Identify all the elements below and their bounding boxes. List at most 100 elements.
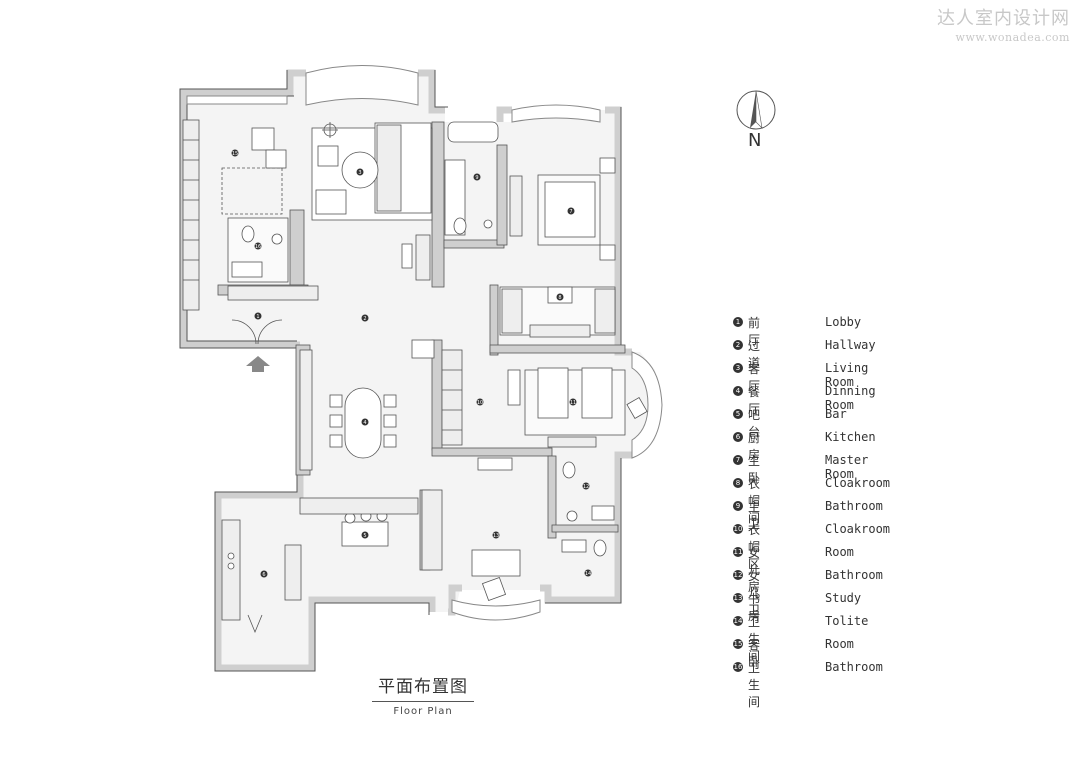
legend-chinese-label: 过 道 <box>748 339 764 370</box>
room-number-text: 11 <box>570 400 576 406</box>
room-number-text: 1 <box>256 314 259 320</box>
room-number-text: 4 <box>363 420 366 426</box>
room-number-text: 2 <box>363 316 366 322</box>
watermark-chinese: 达人室内设计网 <box>937 8 1070 29</box>
room-number-marker: 12 <box>582 482 590 490</box>
legend-english-label: Master Room <box>825 453 869 481</box>
legend-number-marker: 9 <box>733 501 743 511</box>
entrance-arrow-icon <box>246 356 270 372</box>
room-number-marker: 4 <box>361 418 369 426</box>
room-number-text: 16 <box>255 244 261 250</box>
legend-english-label: Lobby <box>825 315 862 329</box>
plan-title-english: Floor Plan <box>393 706 453 717</box>
legend-number-marker: 4 <box>733 386 743 396</box>
legend-english-label: Bathroom <box>825 568 883 582</box>
legend-chinese-label: 卫生间 <box>748 661 764 709</box>
legend-english-label: Kitchen <box>825 430 876 444</box>
legend-english-label: Study <box>825 591 862 605</box>
room-number-marker: 16 <box>254 242 262 250</box>
legend-chinese-label: 女儿房 <box>748 546 764 594</box>
room-number-marker: 14 <box>584 569 592 577</box>
legend-english-label: Living Room <box>825 361 869 389</box>
legend-english-label: Bar <box>825 407 847 421</box>
room-number-text: 12 <box>583 484 589 490</box>
legend-number-marker: 7 <box>733 455 743 465</box>
room-number-marker: 7 <box>567 207 575 215</box>
legend-chinese-label: 厨 房 <box>748 431 764 462</box>
legend-number-marker: 11 <box>733 547 743 557</box>
legend-number-marker: 15 <box>733 639 743 649</box>
legend-chinese-label: 主 卧 <box>748 454 764 485</box>
cloak-area-furniture <box>441 349 521 446</box>
room-number-text: 8 <box>558 295 561 301</box>
room-markers: 1 2 3 4 5 6 7 8 9 10 11 12 13 14 15 16 <box>231 149 592 578</box>
legend-number-marker: 3 <box>733 363 743 373</box>
watermark: 达人室内设计网 www.wonadea.com <box>937 4 1070 44</box>
room-number-marker: 1 <box>254 312 262 320</box>
room-number-text: 13 <box>493 533 499 539</box>
room-number-marker: 10 <box>476 398 484 406</box>
legend-chinese-label: 衣帽间 <box>748 477 764 525</box>
legend-chinese-label: 吧 台 <box>748 408 764 439</box>
watermark-url: www.wonadea.com <box>955 31 1070 44</box>
room-number-marker: 6 <box>260 570 268 578</box>
living-room-furniture <box>311 122 433 281</box>
legend-number-marker: 13 <box>733 593 743 603</box>
room-number-marker: 9 <box>473 173 481 181</box>
daughter-room-furniture <box>524 367 648 522</box>
room-number-marker: 8 <box>556 293 564 301</box>
room-number-marker: 15 <box>231 149 239 157</box>
legend-chinese-label: 主 卫 <box>748 500 764 531</box>
study-furniture <box>421 457 607 602</box>
legend-chinese-label: 客 厅 <box>748 362 764 393</box>
room-number-text: 7 <box>569 209 572 215</box>
room-number-marker: 13 <box>492 531 500 539</box>
room-number-text: 10 <box>477 400 483 406</box>
legend-english-label: Bathroom <box>825 660 883 674</box>
legend-english-label: Cloakroom <box>825 476 891 490</box>
bar-furniture <box>299 497 419 547</box>
legend-english-label: Room <box>825 545 854 559</box>
guest-room-furniture <box>182 119 319 311</box>
entrance-marks <box>231 319 283 345</box>
legend-chinese-label: 客 卧 <box>748 638 764 669</box>
title-divider <box>372 701 474 702</box>
legend-number-marker: 10 <box>733 524 743 534</box>
room-number-text: 5 <box>363 533 366 539</box>
legend-english-label: Room <box>825 637 854 651</box>
legend-number-marker: 16 <box>733 662 743 672</box>
legend-number-marker: 5 <box>733 409 743 419</box>
legend-number-marker: 2 <box>733 340 743 350</box>
room-number-text: 3 <box>358 170 361 176</box>
legend-chinese-label: 女儿卫 <box>748 569 764 617</box>
room-number-marker: 5 <box>361 531 369 539</box>
legend-chinese-label: 前 厅 <box>748 316 764 347</box>
legend-english-label: Hallway <box>825 338 876 352</box>
room-number-text: 14 <box>585 571 591 577</box>
legend-chinese-label: 书 房 <box>748 592 764 623</box>
legend-english-label: Tolite <box>825 614 869 628</box>
compass-icon <box>736 90 776 130</box>
room-number-marker: 2 <box>361 314 369 322</box>
plan-title-chinese: 平面布置图 <box>378 677 468 697</box>
room-number-text: 6 <box>262 572 265 578</box>
legend-chinese-label: 衣帽区 <box>748 523 764 571</box>
legend-number-marker: 6 <box>733 432 743 442</box>
legend-chinese-label: 餐 厅 <box>748 385 764 416</box>
legend-number-marker: 12 <box>733 570 743 580</box>
room-number-marker: 3 <box>356 168 364 176</box>
room-number-text: 9 <box>475 175 478 181</box>
legend-number-marker: 8 <box>733 478 743 488</box>
legend-english-label: Bathroom <box>825 499 883 513</box>
compass-label: N <box>748 130 762 151</box>
legend-english-label: Dinning Room <box>825 384 876 412</box>
legend-number-marker: 14 <box>733 616 743 626</box>
kitchen-furniture <box>221 519 302 634</box>
room-number-text: 15 <box>232 151 238 157</box>
legend-chinese-label: 卫生间 <box>748 615 764 663</box>
bay-windows <box>186 65 663 621</box>
room-number-marker: 11 <box>569 398 577 406</box>
legend-english-label: Cloakroom <box>825 522 891 536</box>
legend-number-marker: 1 <box>733 317 743 327</box>
